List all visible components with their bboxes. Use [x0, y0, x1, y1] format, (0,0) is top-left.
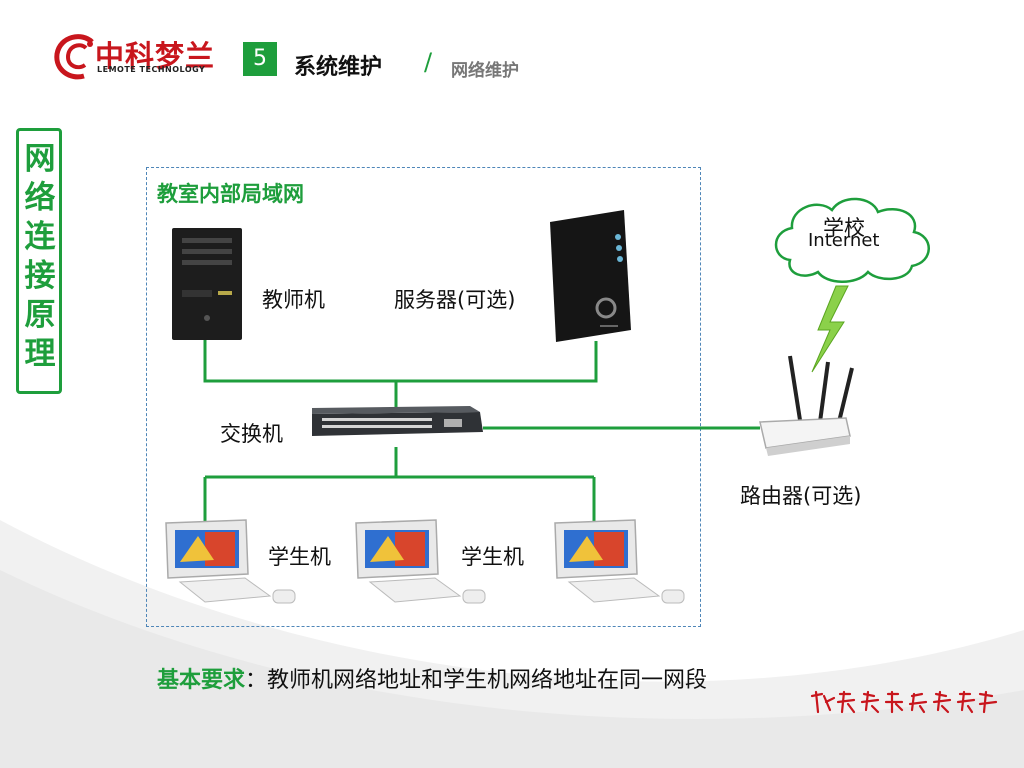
student-computer-icon-3 — [554, 519, 685, 604]
wireless-lightning-icon — [811, 285, 849, 373]
requirement-line: 基本要求：教师机网络地址和学生机网络地址在同一网段 — [157, 662, 707, 694]
section-title: 系统维护 — [294, 55, 383, 80]
server-label: 服务器(可选) — [394, 288, 516, 312]
section-number-badge: 5 — [243, 42, 277, 76]
internet-cloud-icon — [774, 197, 930, 283]
teacher-label: 教师机 — [262, 288, 325, 312]
cloud-label-internet: Internet — [808, 230, 880, 251]
network-switch-icon — [312, 406, 483, 436]
vertical-banner — [16, 128, 62, 394]
logo-chinese-name: 中科梦兰 — [95, 39, 216, 73]
student-label-1: 学生机 — [268, 545, 331, 569]
company-logo — [54, 34, 94, 80]
switch-label: 交换机 — [220, 422, 283, 446]
lan-boundary-box — [146, 167, 701, 627]
student-computer-icon-1 — [165, 519, 296, 604]
server-icon — [550, 210, 631, 342]
section-subtitle: 网络维护 — [451, 61, 519, 81]
logo-english-name: LEMOTE TECHNOLOGY — [97, 65, 206, 74]
slogan-calligraphy-image — [810, 690, 998, 714]
teacher-computer-icon — [172, 228, 242, 340]
requirement-text: ：教师机网络地址和学生机网络地址在同一网段 — [245, 668, 708, 693]
cloud-label-school: 学校 — [823, 216, 865, 240]
banner-text: 网络连接原理 — [24, 141, 56, 372]
breadcrumb-separator: / — [424, 48, 433, 76]
teacher-link — [203, 338, 598, 383]
student-label-2: 学生机 — [461, 545, 524, 569]
router-icon — [759, 355, 854, 456]
background-swoosh — [0, 520, 1024, 768]
router-label: 路由器(可选) — [740, 484, 862, 508]
lan-title: 教室内部局域网 — [157, 182, 304, 206]
student-computer-icon-2 — [355, 519, 486, 604]
requirement-key: 基本要求 — [157, 668, 246, 693]
